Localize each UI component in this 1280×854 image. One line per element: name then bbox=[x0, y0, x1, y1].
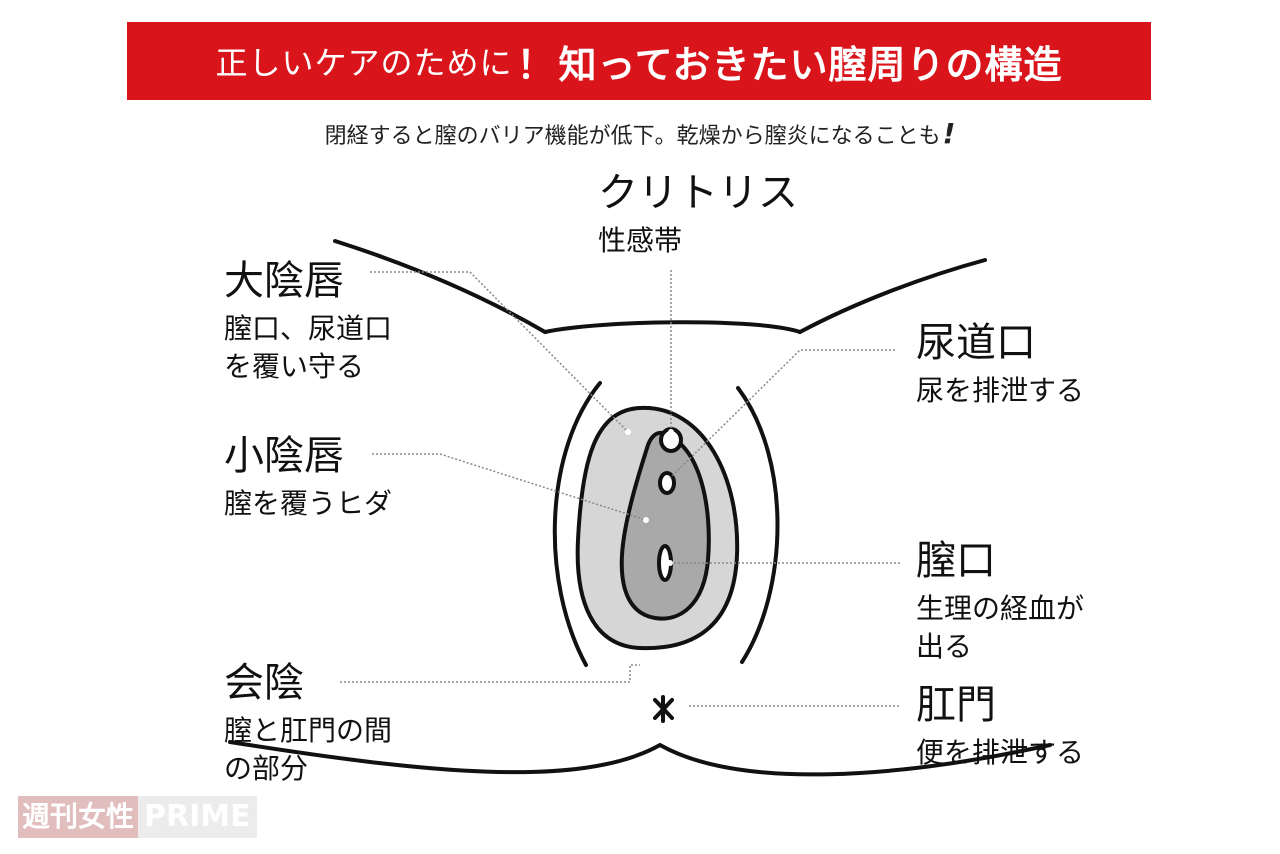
label-vaginal-opening: 膣口 生理の経血が 出る bbox=[916, 538, 1084, 666]
perineum-title: 会陰 bbox=[224, 660, 392, 706]
watermark-part2: PRIME bbox=[138, 796, 257, 838]
labia-minora-desc: 膣を覆うヒダ bbox=[224, 485, 392, 523]
outer-right-curve bbox=[738, 388, 778, 662]
clitoris-desc: 性感帯 bbox=[598, 222, 798, 260]
leader-labia-majora bbox=[370, 272, 628, 432]
labia-minora-title: 小陰唇 bbox=[224, 433, 392, 479]
urethra-shape bbox=[660, 473, 674, 493]
label-perineum: 会陰 膣と肛門の間 の部分 bbox=[224, 660, 392, 788]
label-anus: 肛門 便を排泄する bbox=[916, 682, 1084, 772]
urethra-desc: 尿を排泄する bbox=[916, 372, 1084, 410]
label-clitoris: クリトリス 性感帯 bbox=[598, 170, 798, 260]
clitoris-title: クリトリス bbox=[598, 170, 798, 216]
labia-majora-title: 大陰唇 bbox=[224, 258, 392, 304]
label-urethra: 尿道口 尿を排泄する bbox=[916, 320, 1084, 410]
urethra-title: 尿道口 bbox=[916, 320, 1084, 366]
label-labia-minora: 小陰唇 膣を覆うヒダ bbox=[224, 433, 392, 523]
watermark-logo: 週刊女性 PRIME bbox=[18, 796, 257, 838]
anus-mark bbox=[655, 697, 672, 721]
label-labia-majora: 大陰唇 膣口、尿道口 を覆い守る bbox=[224, 258, 392, 386]
anus-title: 肛門 bbox=[916, 682, 1084, 728]
crotch-curve bbox=[545, 322, 800, 332]
anus-desc: 便を排泄する bbox=[916, 734, 1084, 772]
vaginal-opening-title: 膣口 bbox=[916, 538, 1084, 584]
watermark-part1: 週刊女性 bbox=[18, 796, 138, 838]
vaginal-opening-desc: 生理の経血が 出る bbox=[916, 590, 1084, 666]
perineum-desc: 膣と肛門の間 の部分 bbox=[224, 712, 392, 788]
labia-majora-desc: 膣口、尿道口 を覆い守る bbox=[224, 310, 392, 386]
